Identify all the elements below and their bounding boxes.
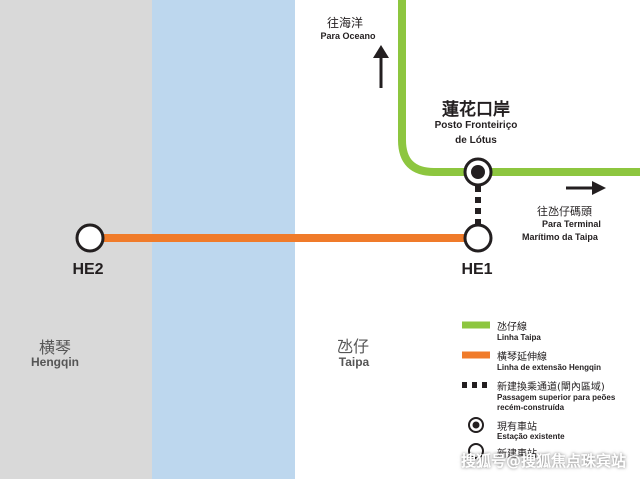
ferry-direction-pt-line2: Marítimo da Taipa <box>522 232 598 242</box>
hengqin-label-zh: 横琴 <box>38 338 72 357</box>
taipa-label-zh: 氹仔 <box>336 337 370 356</box>
legend-item-hengqin-extension-zh: 橫琴延伸線 <box>497 352 547 363</box>
he2-station-label: HE2 <box>72 261 104 278</box>
arrow-up-icon <box>373 45 389 88</box>
he2-station-marker <box>75 223 105 253</box>
ocean-direction-zh: 往海洋 <box>326 16 364 30</box>
hengqin-label-pt: Hengqin <box>31 355 79 369</box>
legend-new-station-icon <box>468 443 484 459</box>
legend-item-transfer-passage-pt-line1: Passagem superior para peões <box>497 393 616 402</box>
ferry-direction-zh: 往氹仔碼頭 <box>537 205 592 218</box>
legend-item-transfer-passage-zh: 新建換乘通道(閘內區域) <box>497 382 605 393</box>
lotus-station-name-pt-line1: Posto Fronteiriço <box>434 120 518 131</box>
lotus-station-name-pt-line2: de Lótus <box>455 135 497 146</box>
lotus-station-name-zh: 蓮花口岸 <box>442 100 510 120</box>
ocean-direction-pt: Para Oceano <box>320 31 376 41</box>
taipa-label-pt: Taipa <box>338 355 370 369</box>
legend-item-taipa-line-pt: Linha Taipa <box>497 333 541 342</box>
ferry-direction-pt-line1: Para Terminal <box>542 219 601 229</box>
he1-station-marker <box>463 223 493 253</box>
legend-item-transfer-passage-pt-line2: recém-construída <box>497 403 565 412</box>
legend-item-new-station-zh: 新建車站 <box>497 449 537 460</box>
he1-station-label: HE1 <box>461 261 493 278</box>
watermark: 搜狐号@搜狐焦点珠宾站 <box>460 452 626 470</box>
taipa-line <box>398 0 640 176</box>
legend-existing-station-icon <box>468 417 484 433</box>
legend-item-taipa-line-zh: 氹仔線 <box>497 322 527 333</box>
lotus-station-marker <box>463 157 493 187</box>
legend-item-existing-station-zh: 現有車站 <box>497 422 537 433</box>
arrow-right-icon <box>566 181 606 195</box>
legend-item-existing-station-pt: Estação existente <box>497 432 565 441</box>
legend-item-hengqin-extension-pt: Linha de extensão Hengqin <box>497 363 602 372</box>
